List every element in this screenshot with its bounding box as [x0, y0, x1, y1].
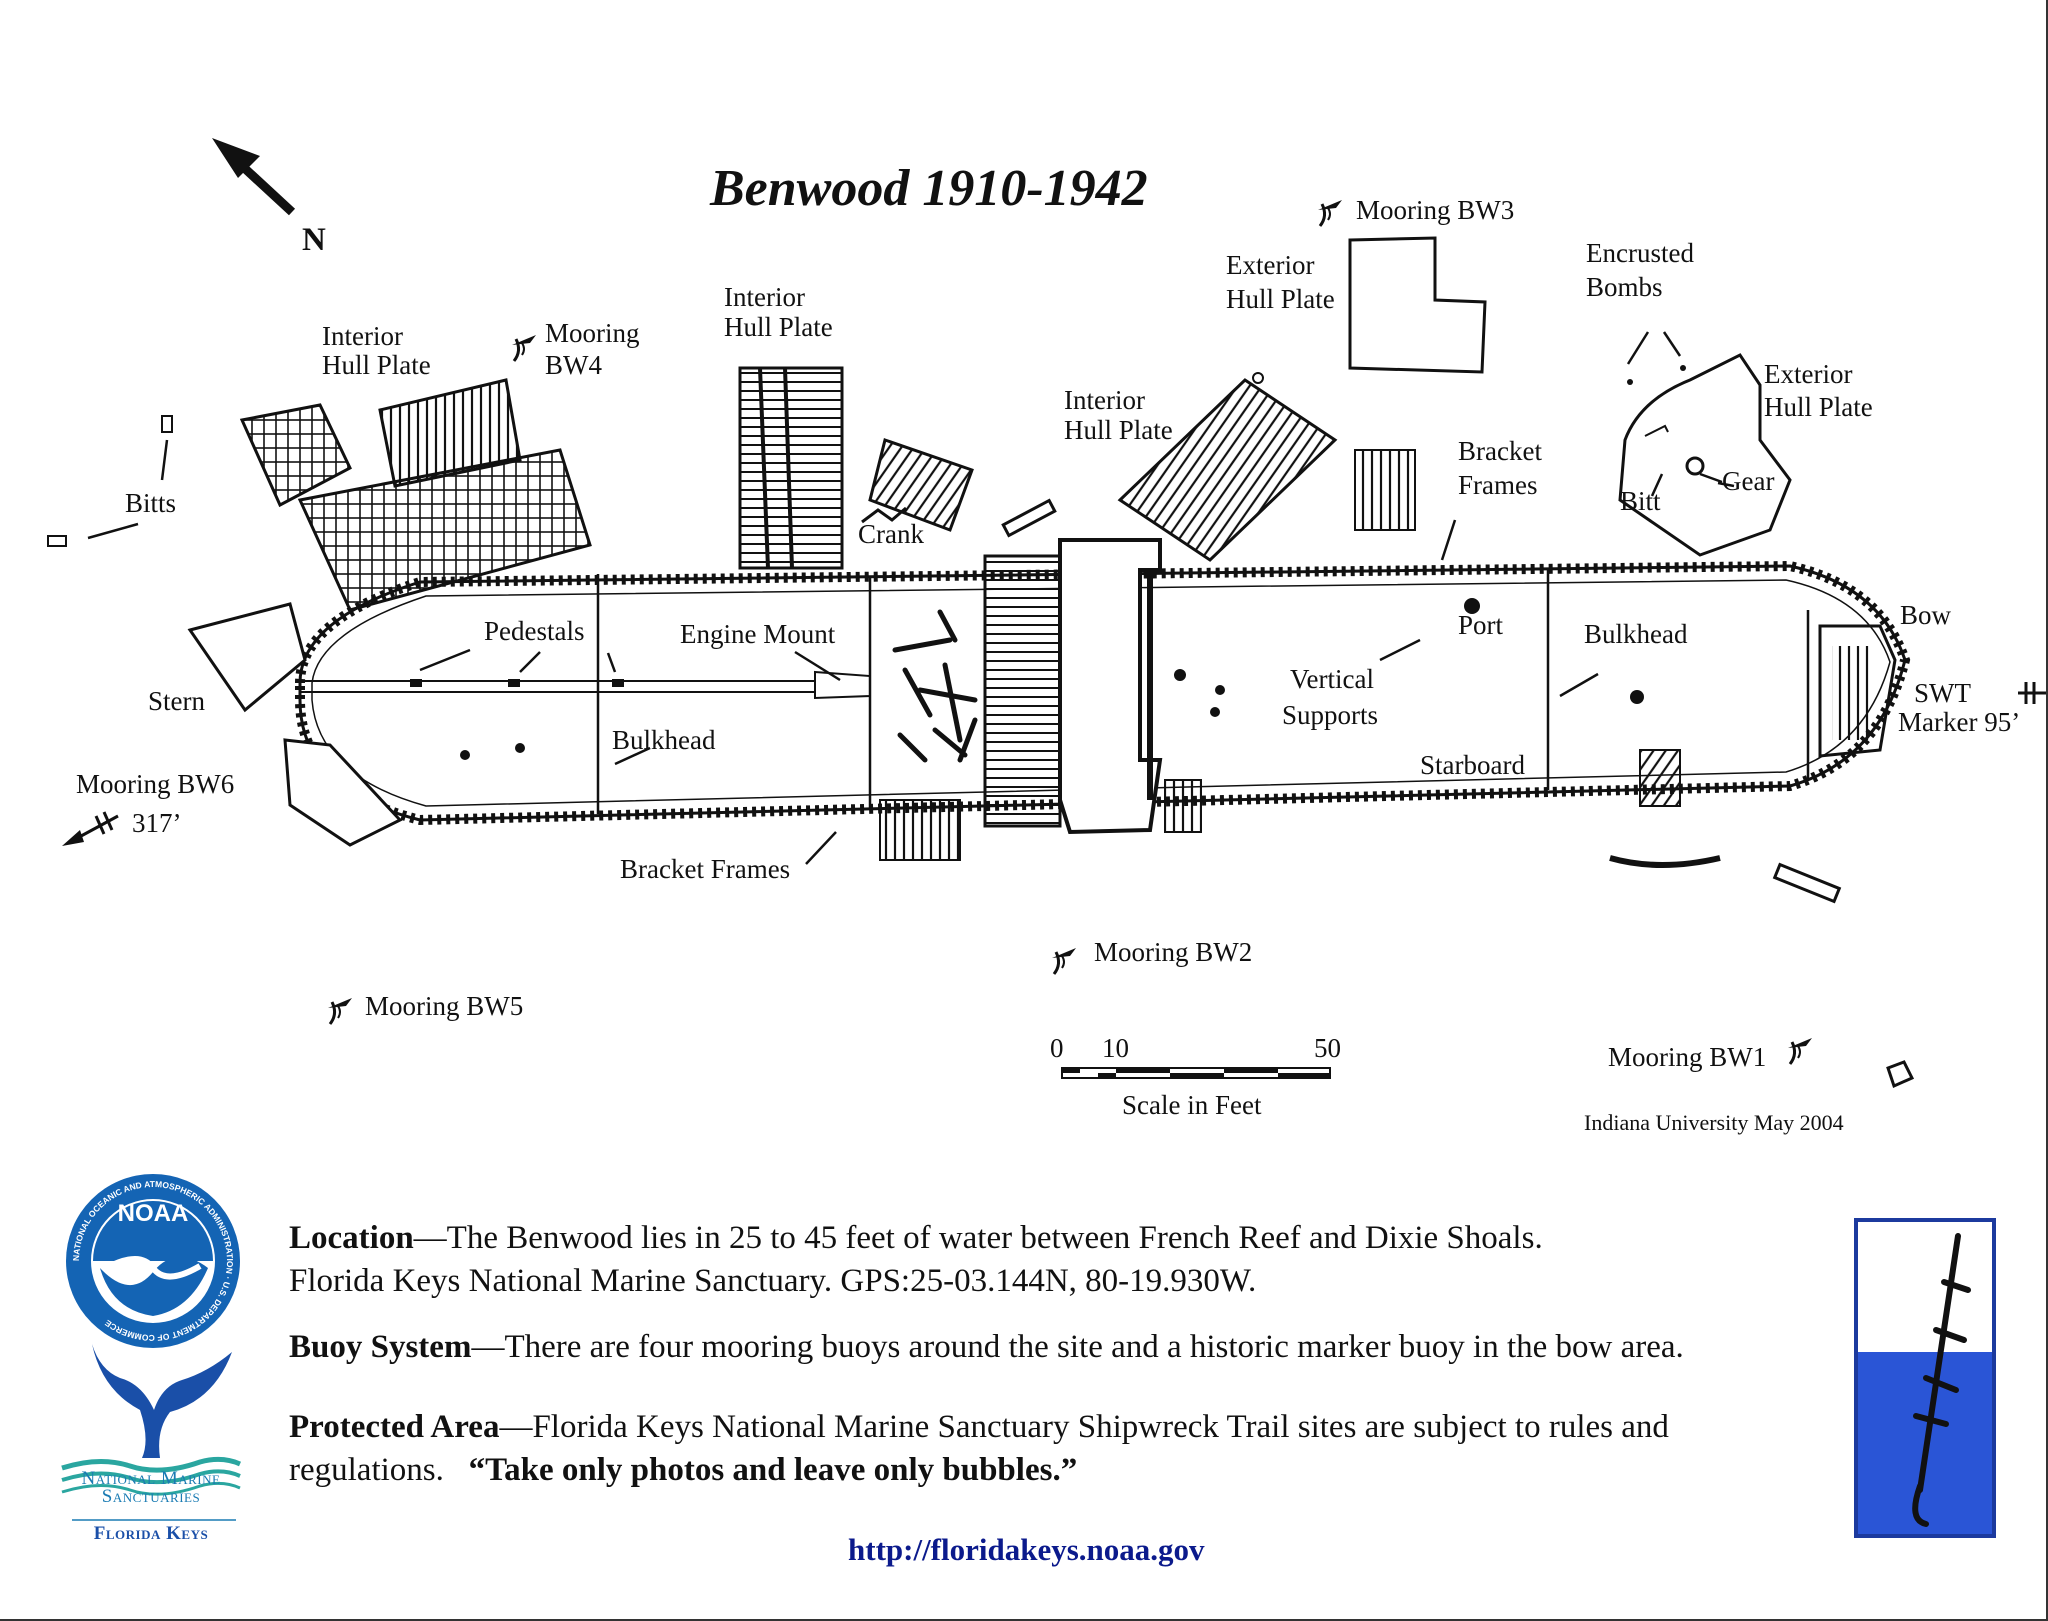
map-credit: Indiana University May 2004	[1584, 1110, 1844, 1135]
label-interior-hull-plate-3a: Interior	[1064, 385, 1145, 415]
label-mooring-bw3: Mooring BW3	[1356, 195, 1514, 225]
label-bulkhead-fwd: Bulkhead	[1584, 619, 1688, 649]
label-exterior-hull-plate-2b: Hull Plate	[1764, 392, 1873, 422]
protected-quote: “Take only photos and leave only bubbles…	[468, 1452, 1078, 1488]
label-exterior-hull-plate-1a: Exterior	[1226, 250, 1314, 280]
scale-tick-50: 50	[1314, 1033, 1341, 1063]
swt-marker-arrow	[2018, 682, 2046, 704]
stern-debris-2	[283, 738, 403, 847]
mooring-buoy-icon	[326, 996, 354, 1026]
label-interior-hull-plate-2a: Interior	[724, 282, 805, 312]
label-mooring-bw1: Mooring BW1	[1608, 1042, 1766, 1072]
protected-heading: Protected Area	[289, 1409, 500, 1445]
svg-text:NOAA: NOAA	[118, 1200, 189, 1227]
label-interior-hull-plate-2b: Hull Plate	[724, 312, 833, 342]
label-interior-hull-plate-1b: Hull Plate	[322, 350, 431, 380]
gear-icon	[1685, 456, 1705, 476]
label-bulkhead-aft: Bulkhead	[612, 725, 716, 755]
location-paragraph: Location—The Benwood lies in 25 to 45 fe…	[289, 1217, 1809, 1303]
interior-hull-plate-1	[239, 378, 592, 612]
label-interior-hull-plate-3b: Hull Plate	[1064, 415, 1173, 445]
mooring-buoy-icon	[1786, 1036, 1814, 1066]
interior-hull-plate-2	[738, 366, 974, 570]
label-mooring-bw4b: BW4	[545, 350, 602, 380]
label-stern: Stern	[148, 686, 205, 716]
buoy-heading: Buoy System	[289, 1329, 472, 1365]
interior-hull-plate-3	[1117, 372, 1416, 562]
label-exterior-hull-plate-2a: Exterior	[1764, 359, 1852, 389]
stern-debris	[187, 602, 307, 713]
protected-paragraph: Protected Area—Florida Keys National Mar…	[289, 1406, 1799, 1492]
noaa-logo: NOAA NATIONAL OCEANIC AND ATMOSPHERIC AD…	[66, 1174, 240, 1348]
exterior-hull-plate-1	[1348, 236, 1487, 374]
label-bracket-frames-top-a: Bracket	[1458, 436, 1542, 466]
buoy-text: —There are four mooring buoys around the…	[471, 1329, 1684, 1365]
label-mooring-bw6: Mooring BW6	[76, 769, 234, 799]
mooring-bw6-arrow	[62, 811, 119, 846]
label-engine-mount: Engine Mount	[680, 619, 836, 649]
mooring-buoy-icon	[1316, 198, 1344, 228]
mooring-buoy-icon	[1050, 946, 1078, 976]
protected-text: —Florida Keys National Marine Sanctuary …	[289, 1409, 1669, 1488]
bitt-icon	[1644, 424, 1669, 437]
location-text-2: Florida Keys National Marine Sanctuary. …	[289, 1263, 1257, 1299]
label-vertical-supports-b: Supports	[1282, 700, 1378, 730]
label-mooring-bw4a: Mooring	[545, 318, 640, 348]
label-exterior-hull-plate-1b: Hull Plate	[1226, 284, 1335, 314]
shipwreck-trail-icon	[1854, 1218, 1996, 1538]
label-bracket-frames-top-b: Frames	[1458, 470, 1537, 500]
map-title: Benwood 1910-1942	[709, 160, 1148, 217]
scale-bar	[1061, 1067, 1331, 1079]
label-starboard: Starboard	[1420, 750, 1525, 780]
label-swt-marker-a: SWT	[1914, 678, 1972, 708]
north-label: N	[302, 222, 326, 258]
scale-tick-10: 10	[1102, 1033, 1129, 1063]
website-link[interactable]: http://floridakeys.noaa.gov	[848, 1532, 1205, 1567]
label-port: Port	[1458, 610, 1504, 640]
exterior-hull-plate-2	[1618, 353, 1792, 557]
sanctuaries-line-2: Sanctuaries	[101, 1486, 201, 1507]
sanctuaries-logo	[61, 1344, 242, 1521]
label-vertical-supports-a: Vertical	[1290, 664, 1374, 694]
scale-caption: Scale in Feet	[1122, 1090, 1262, 1120]
label-interior-hull-plate-1a: Interior	[322, 321, 403, 351]
location-heading: Location	[289, 1220, 414, 1256]
label-encrusted-bombs-a: Encrusted	[1586, 238, 1694, 268]
buoy-paragraph: Buoy System—There are four mooring buoys…	[289, 1326, 1809, 1369]
sanctuaries-line-1: National Marine	[81, 1468, 221, 1489]
label-encrusted-bombs-b: Bombs	[1586, 272, 1663, 302]
scale-tick-0: 0	[1050, 1033, 1064, 1063]
label-bow: Bow	[1900, 600, 1952, 630]
mooring-buoy-icon	[510, 333, 538, 363]
ship-hull	[295, 538, 1911, 861]
label-bitt: Bitt	[1620, 486, 1661, 516]
label-mooring-bw5: Mooring BW5	[365, 991, 523, 1021]
location-text: —The Benwood lies in 25 to 45 feet of wa…	[413, 1220, 1543, 1256]
label-crank: Crank	[858, 519, 924, 549]
label-gear: Gear	[1722, 466, 1774, 496]
sanctuaries-florida-keys: Florida Keys	[93, 1523, 209, 1544]
sanctuaries-name: National Marine Sanctuaries	[46, 1468, 256, 1507]
label-mooring-bw2: Mooring BW2	[1094, 937, 1252, 967]
label-swt-marker-b: Marker 95’	[1898, 707, 2020, 737]
label-bracket-frames-bottom: Bracket Frames	[620, 854, 790, 884]
label-mooring-bw6-distance: 317’	[132, 808, 182, 838]
label-pedestals: Pedestals	[484, 616, 585, 646]
leader-lines	[87, 331, 1735, 865]
label-bitts: Bitts	[125, 488, 176, 518]
north-arrow-icon	[212, 138, 296, 216]
